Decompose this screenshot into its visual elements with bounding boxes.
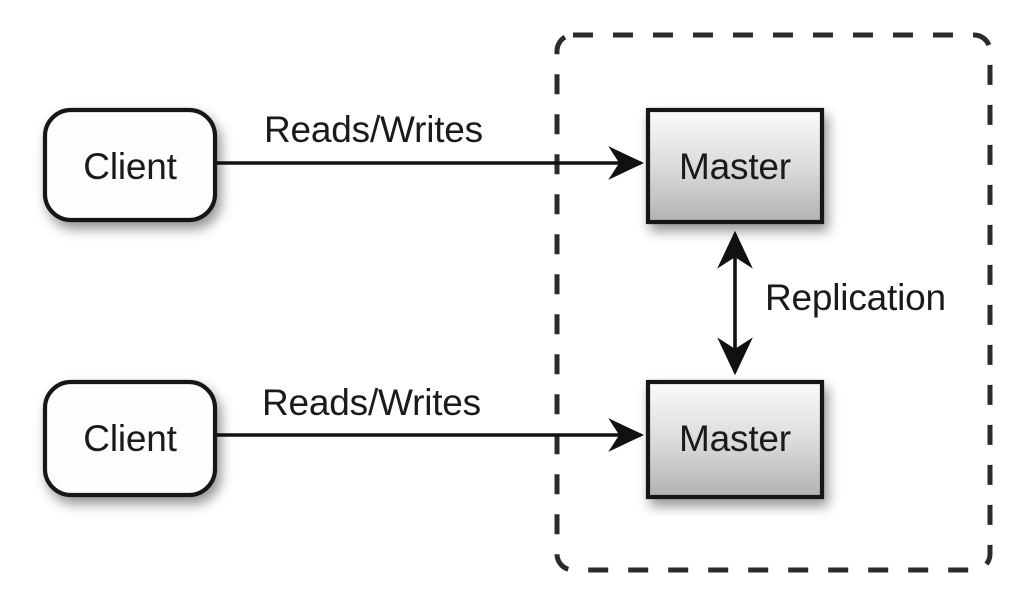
node-client-top[interactable] bbox=[42, 107, 218, 223]
edge-label-replication: Replication bbox=[765, 277, 946, 318]
edge-label-reads-writes-bottom: Reads/Writes bbox=[262, 382, 481, 423]
node-client-top-label: Client bbox=[83, 146, 177, 187]
node-master-bottom[interactable] bbox=[645, 379, 825, 500]
node-master-top[interactable] bbox=[645, 107, 825, 225]
node-master-bottom-label: Master bbox=[679, 418, 791, 459]
node-client-bottom[interactable] bbox=[42, 379, 218, 498]
node-master-top-label: Master bbox=[679, 146, 791, 187]
replication-cluster-boundary bbox=[554, 32, 993, 573]
node-client-bottom-label: Client bbox=[83, 418, 177, 459]
edge-label-reads-writes-top: Reads/Writes bbox=[264, 109, 483, 150]
